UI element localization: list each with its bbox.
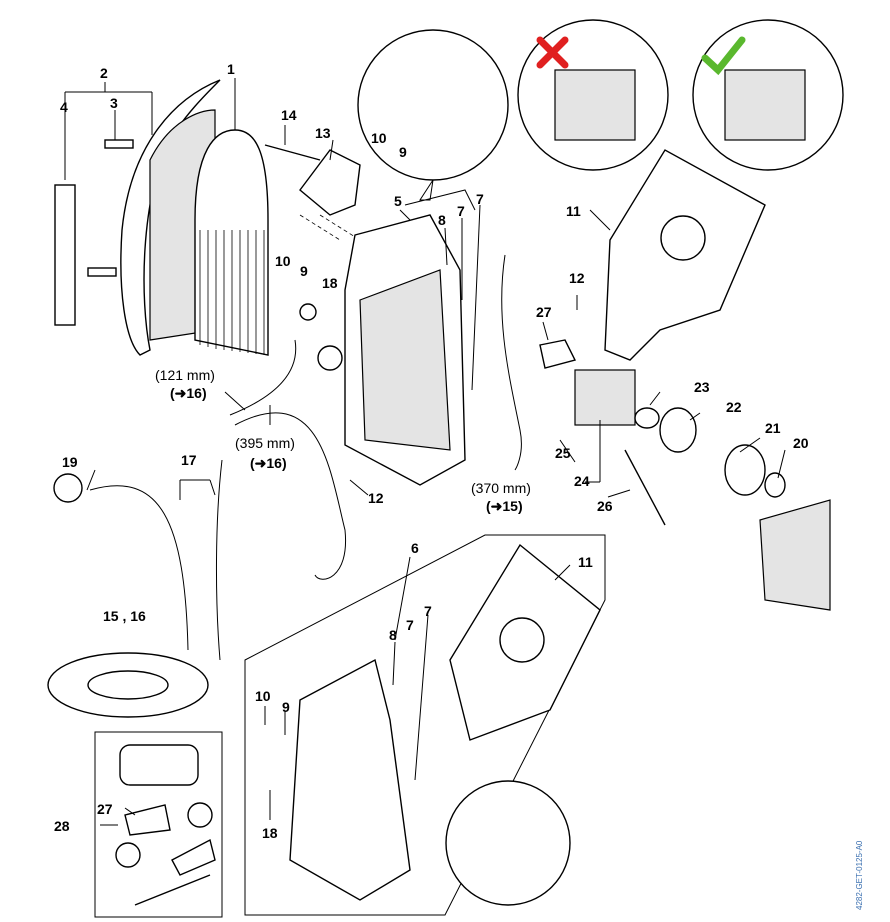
detail-circle-top	[357, 29, 509, 181]
callout-25: 25	[555, 445, 571, 461]
kit-6-frame	[244, 534, 606, 916]
hose-26	[624, 449, 666, 526]
flange-22	[659, 407, 697, 453]
seal-strip	[54, 184, 76, 326]
drawing-code: 4282-GET-0125-A0	[855, 840, 864, 910]
callout-7: 7	[424, 603, 432, 619]
dimension-121-ref: (➜16)	[170, 385, 207, 401]
callout-5: 5	[394, 193, 402, 209]
gasket-lid	[119, 744, 199, 786]
check-icon	[701, 36, 746, 76]
callout-18: 18	[262, 825, 278, 841]
callout-26: 26	[597, 498, 613, 514]
part-13	[299, 149, 361, 216]
detail-circle-bottom	[445, 780, 571, 906]
callout-9: 9	[282, 699, 290, 715]
hose-395	[234, 412, 347, 580]
callout-21: 21	[765, 420, 781, 436]
dimension-395: (395 mm)	[235, 435, 295, 451]
callout-10: 10	[255, 688, 271, 704]
screw-lower	[87, 267, 117, 277]
callout-13: 13	[315, 125, 331, 141]
hose-17b	[215, 459, 223, 661]
callout-19: 19	[62, 454, 78, 470]
engine-partial	[759, 499, 831, 611]
leader-lines	[64, 78, 786, 826]
callout-6: 6	[411, 540, 419, 556]
primer-19	[53, 473, 83, 503]
callout-3: 3	[110, 95, 118, 111]
callout-10: 10	[275, 253, 291, 269]
carb-box-inner	[359, 269, 451, 451]
engine-correct	[724, 69, 806, 141]
dimension-395-ref: (➜16)	[250, 455, 287, 471]
part-9	[299, 303, 317, 321]
callout-12: 12	[368, 490, 384, 506]
callout-24: 24	[574, 473, 590, 489]
callout-23: 23	[694, 379, 710, 395]
hose-370	[501, 254, 522, 471]
callout-11: 11	[578, 554, 593, 570]
callout-27: 27	[97, 801, 113, 817]
callout-9: 9	[399, 144, 407, 160]
filter-pleats	[199, 230, 265, 355]
callout-27: 27	[536, 304, 552, 320]
hose-17a	[89, 485, 189, 651]
air-filter	[194, 129, 269, 356]
dimension-370-ref: (➜15)	[486, 498, 523, 514]
grommet-18	[317, 345, 343, 371]
gasket-23	[634, 407, 660, 429]
callout-8: 8	[389, 627, 397, 643]
callout-7: 7	[406, 617, 414, 633]
callout-7: 7	[457, 203, 465, 219]
shroud-hole	[660, 215, 706, 261]
callout-2: 2	[100, 65, 108, 81]
callout-9: 9	[300, 263, 308, 279]
carb-box-lower	[289, 658, 411, 901]
callout-15-16: 15 , 16	[103, 608, 146, 624]
kit-28-frame	[94, 731, 223, 918]
screw-3	[104, 139, 134, 149]
callout-10: 10	[371, 130, 387, 146]
callout-28: 28	[54, 818, 70, 834]
dimension-121: (121 mm)	[155, 367, 215, 383]
wrong-x-icon	[536, 36, 569, 69]
callout-12: 12	[569, 270, 585, 286]
callout-14: 14	[281, 107, 297, 123]
dimension-370: (370 mm)	[471, 480, 531, 496]
hose-121	[229, 339, 297, 416]
carburetor	[574, 369, 636, 426]
gasket-27	[539, 339, 577, 369]
callout-7: 7	[476, 191, 484, 207]
screw-14	[264, 144, 321, 161]
callout-1: 1	[227, 61, 235, 77]
callout-4: 4	[60, 99, 68, 115]
callout-18: 18	[322, 275, 338, 291]
engine-wrong	[554, 69, 636, 141]
callout-17: 17	[181, 452, 197, 468]
callout-20: 20	[793, 435, 809, 451]
callout-11: 11	[566, 203, 581, 219]
callout-22: 22	[726, 399, 742, 415]
callout-8: 8	[438, 212, 446, 228]
clamp-20	[764, 472, 786, 498]
manifold-21	[724, 444, 766, 496]
